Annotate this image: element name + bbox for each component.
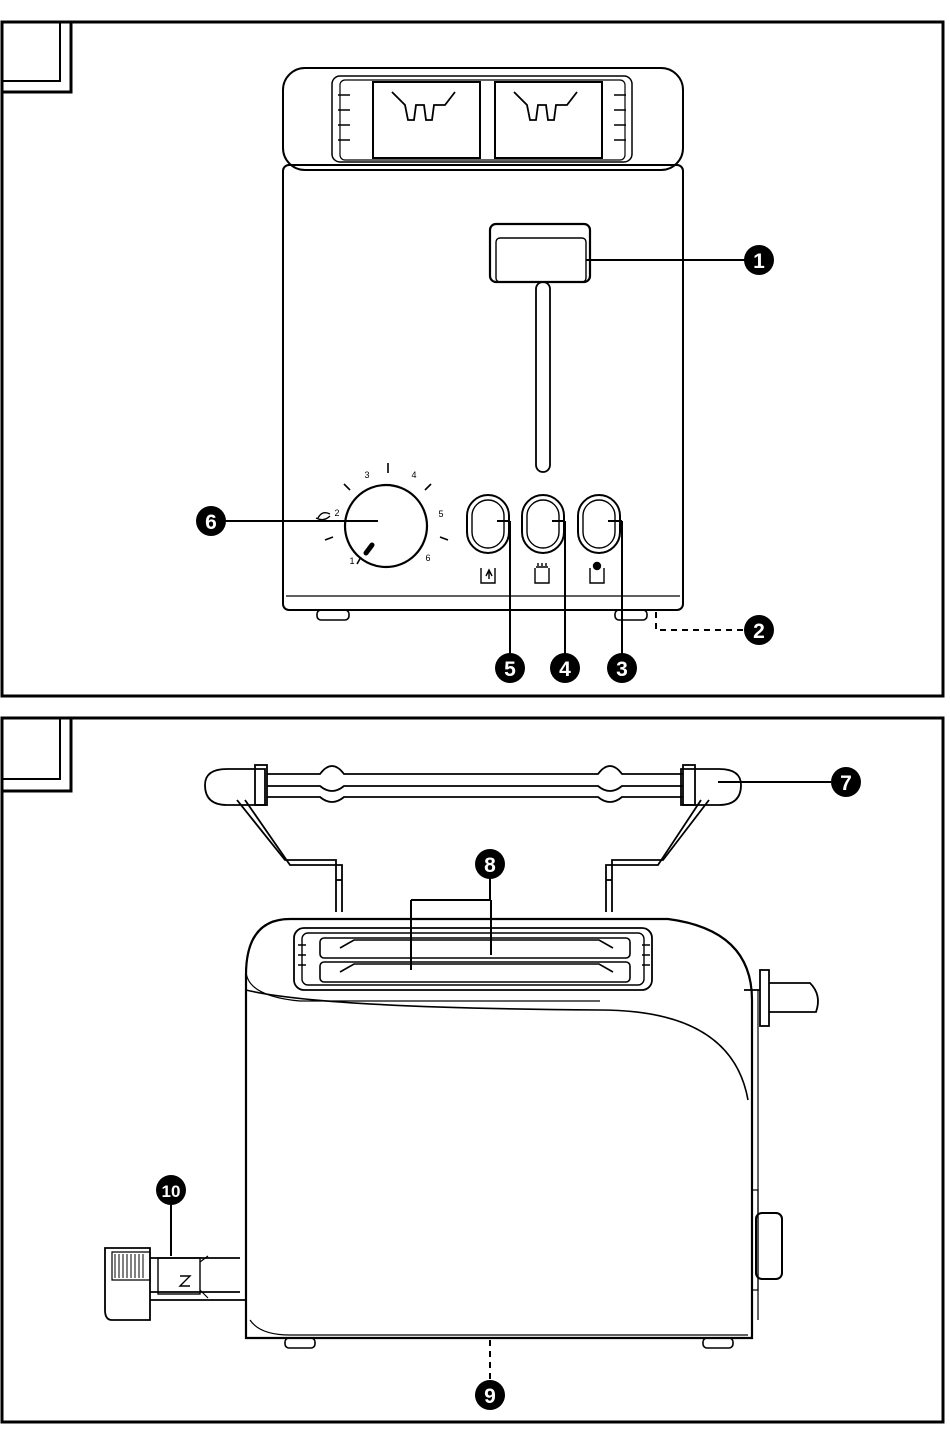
dial-scale-label-2: 2 (334, 508, 339, 518)
dial-scale-label-4: 4 (411, 470, 416, 480)
dial-scale (325, 463, 448, 564)
cancel-button[interactable] (578, 495, 620, 553)
toaster-top (283, 68, 683, 170)
svg-text:7: 7 (840, 772, 852, 795)
callout-9: 9 (475, 1380, 505, 1410)
svg-text:5: 5 (504, 658, 516, 681)
dial-scale-label-1: 1 (349, 556, 354, 566)
defrost-button[interactable] (522, 495, 564, 553)
svg-text:8: 8 (484, 854, 496, 877)
svg-text:4: 4 (559, 658, 571, 681)
browning-dial-side[interactable] (756, 1213, 782, 1279)
foot-front-right (615, 610, 647, 620)
lift-lever[interactable] (490, 224, 590, 472)
svg-text:6: 6 (205, 511, 217, 534)
browning-dial[interactable] (345, 485, 427, 567)
bread-slots (332, 76, 632, 162)
callout-2: 2 (744, 615, 774, 645)
panel-label-box-inner (2, 22, 60, 81)
dial-scale-label-3: 3 (364, 470, 369, 480)
callout-4: 4 (550, 653, 580, 683)
svg-text:2: 2 (753, 620, 765, 643)
defrost-icon (535, 563, 549, 583)
leader-2 (656, 612, 745, 630)
foot-rear (703, 1338, 733, 1348)
panel-frame (2, 718, 943, 1422)
dial-scale-label-5: 5 (438, 509, 443, 519)
callout-5: 5 (495, 653, 525, 683)
bread-slots (298, 938, 650, 982)
leader-8 (411, 878, 491, 970)
foot-front-left (317, 610, 349, 620)
dial-scale-label-6: 6 (425, 553, 430, 563)
panel-side-view (2, 718, 943, 1422)
callout-10: 10 (156, 1175, 186, 1205)
cancel-icon (590, 563, 604, 584)
defrost-bagel-icon (316, 513, 330, 520)
reheat-icon (481, 568, 495, 583)
panel-frame (2, 22, 943, 696)
panel-label-box-inner (2, 718, 60, 779)
reheat-button[interactable] (467, 495, 509, 553)
svg-text:10: 10 (162, 1182, 181, 1201)
foot-front (285, 1338, 315, 1348)
svg-text:3: 3 (616, 658, 628, 681)
panel-front-view: 1 2 3 4 5 6 (2, 22, 943, 696)
callout-3: 3 (607, 653, 637, 683)
lift-lever-side[interactable] (744, 970, 818, 1026)
svg-text:9: 9 (484, 1385, 496, 1408)
callout-7: 7 (831, 767, 861, 797)
svg-text:1: 1 (753, 250, 765, 273)
crumb-tray[interactable] (105, 1248, 246, 1320)
callout-8: 8 (475, 849, 505, 879)
callout-1: 1 (744, 245, 774, 275)
bun-warmer-rack[interactable] (205, 765, 741, 912)
callout-6: 6 (196, 506, 226, 536)
